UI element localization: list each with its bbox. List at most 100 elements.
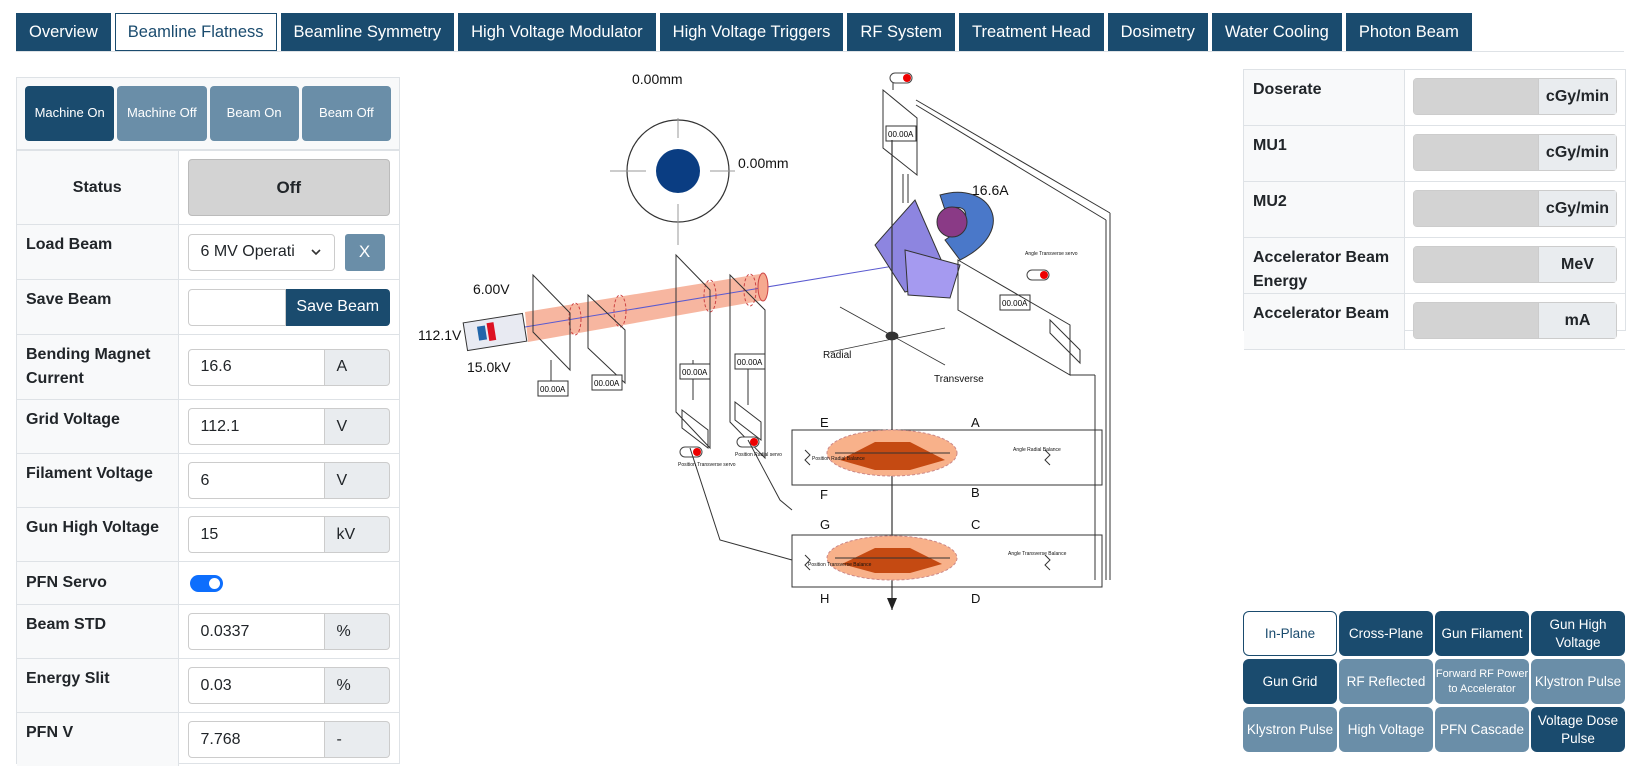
radial-label: Radial xyxy=(823,350,851,361)
chamber-letter: B xyxy=(971,485,980,500)
bending-magnet-current-unit: A xyxy=(324,348,390,386)
angle-radial-balance-label: Angle Radial Balance xyxy=(1013,447,1061,453)
clear-load-beam-button[interactable]: X xyxy=(344,233,385,271)
filament-voltage-label: Filament Voltage xyxy=(17,453,179,508)
chamber-letter: G xyxy=(820,517,830,532)
axis-cross xyxy=(829,300,946,370)
beam-std-input[interactable]: 0.0337 xyxy=(187,613,325,650)
readout-text: 00.00A xyxy=(540,385,566,394)
ion-chamber-upper xyxy=(791,429,1103,486)
gun-kv-readout: 15.0kV xyxy=(467,359,511,375)
plot-button-rf-reflected[interactable]: RF Reflected xyxy=(1339,659,1433,704)
beam-on-button[interactable]: Beam On xyxy=(209,86,299,141)
plot-button-in-plane[interactable]: In-Plane xyxy=(1243,611,1337,656)
tab-treatment-head[interactable]: Treatment Head xyxy=(959,13,1104,51)
grid-voltage-readout: 112.1V xyxy=(418,327,462,343)
plot-button-klystron-pulse[interactable]: Klystron Pulse xyxy=(1243,707,1337,752)
accelerator-beam-label: Accelerator Beam xyxy=(1244,294,1405,349)
parameter-panel: Machine On Machine Off Beam On Beam Off … xyxy=(16,77,400,766)
readout-text: 00.00A xyxy=(682,368,708,377)
chamber-letter: F xyxy=(820,487,828,502)
save-beam-button[interactable]: Save Beam xyxy=(285,288,390,326)
mu1-unit: cGy/min xyxy=(1538,135,1616,170)
readout-text: 00.00A xyxy=(1002,299,1028,308)
plot-button-gun-high-voltage[interactable]: Gun High Voltage xyxy=(1531,611,1625,656)
grid-voltage-label: Grid Voltage xyxy=(17,399,179,454)
tab-dosimetry[interactable]: Dosimetry xyxy=(1107,13,1208,51)
chamber-letter: C xyxy=(971,517,980,532)
tab-water-cooling[interactable]: Water Cooling xyxy=(1211,13,1342,51)
beam-off-button[interactable]: Beam Off xyxy=(301,86,391,141)
servo-toggles xyxy=(679,72,1050,458)
current-readouts: 00.00A 00.00A 00.00A 00.00A 00.00A 00.00… xyxy=(537,125,1031,397)
beam-std-label: Beam STD xyxy=(17,604,179,659)
target-y-readout: 0.00mm xyxy=(632,71,683,87)
position-transverse-servo-label: Position Transverse servo xyxy=(678,462,736,468)
plot-button-forward-rf-power-to-accelerator[interactable]: Forward RF Power to Accelerator xyxy=(1435,659,1529,704)
accelerator-beam-energy-label: Accelerator Beam Energy xyxy=(1244,238,1405,293)
angle-transverse-servo-label: Angle Transverse servo xyxy=(1025,251,1078,257)
machine-on-button[interactable]: Machine On xyxy=(25,86,115,141)
accelerator-beam-unit: mA xyxy=(1538,303,1616,338)
accelerator-beam-energy-unit: MeV xyxy=(1538,247,1616,282)
mu2-unit: cGy/min xyxy=(1538,191,1616,226)
doserate-label: Doserate xyxy=(1244,70,1405,125)
parameter-table: Status Off Load Beam 6 MV Operati X Save… xyxy=(17,150,399,766)
gun-high-voltage-input[interactable]: 15 xyxy=(187,516,325,553)
plot-button-gun-grid[interactable]: Gun Grid xyxy=(1243,659,1337,704)
meter-fill xyxy=(1414,247,1538,282)
plot-button-high-voltage[interactable]: High Voltage xyxy=(1339,707,1433,752)
beamline-diagram: 00.00A 00.00A 00.00A 00.00A 00.00A 00.00… xyxy=(418,70,1200,650)
plot-button-pfn-cascade[interactable]: PFN Cascade xyxy=(1435,707,1529,752)
tab-photon-beam[interactable]: Photon Beam xyxy=(1345,13,1472,51)
transverse-label: Transverse xyxy=(934,374,984,385)
plot-button-klystron-pulse[interactable]: Klystron Pulse xyxy=(1531,659,1625,704)
grid-voltage-unit: V xyxy=(324,408,390,445)
doserate-meter: cGy/min xyxy=(1413,78,1617,115)
readout-text: 00.00A xyxy=(594,379,620,388)
plot-button-voltage-dose-pulse[interactable]: Voltage Dose Pulse xyxy=(1531,707,1625,752)
tab-beamline-symmetry[interactable]: Beamline Symmetry xyxy=(280,13,455,51)
mu2-label: MU2 xyxy=(1244,182,1405,237)
load-beam-select[interactable]: 6 MV Operati xyxy=(187,233,335,271)
tab-high-voltage-triggers[interactable]: High Voltage Triggers xyxy=(659,13,844,51)
plot-button-cross-plane[interactable]: Cross-Plane xyxy=(1339,611,1433,656)
mu2-meter: cGy/min xyxy=(1413,190,1617,227)
tab-high-voltage-modulator[interactable]: High Voltage Modulator xyxy=(458,13,656,51)
bending-magnet-current-input[interactable]: 16.6 xyxy=(187,348,325,386)
mu1-meter: cGy/min xyxy=(1413,134,1617,171)
chamber-letter: E xyxy=(820,415,829,430)
tab-beamline-flatness[interactable]: Beamline Flatness xyxy=(114,13,277,51)
chamber-letter: D xyxy=(971,591,980,606)
energy-slit-input[interactable]: 0.03 xyxy=(187,667,325,704)
pfn-v-input[interactable]: 7.768 xyxy=(187,721,325,758)
position-radial-servo-label: Position Radial servo xyxy=(735,452,782,458)
gun-high-voltage-label: Gun High Voltage xyxy=(17,507,179,562)
status-label: Status xyxy=(17,150,179,225)
target-x-readout: 0.00mm xyxy=(738,155,789,171)
mu1-label: MU1 xyxy=(1244,126,1405,181)
pfn-servo-toggle[interactable] xyxy=(189,574,223,592)
save-beam-input[interactable] xyxy=(187,288,286,326)
pfn-v-label: PFN V xyxy=(17,712,179,766)
tab-overview[interactable]: Overview xyxy=(16,13,111,51)
doserate-unit: cGy/min xyxy=(1538,79,1616,114)
meter-fill xyxy=(1414,191,1538,226)
meter-fill xyxy=(1414,303,1538,338)
pfn-servo-label: PFN Servo xyxy=(17,561,179,605)
meter-fill xyxy=(1414,135,1538,170)
plot-button-gun-filament[interactable]: Gun Filament xyxy=(1435,611,1529,656)
energy-slit-label: Energy Slit xyxy=(17,658,179,713)
readout-row: Accelerator Beam mA xyxy=(1244,294,1625,350)
chamber-letter: H xyxy=(820,591,829,606)
tab-rf-system[interactable]: RF System xyxy=(847,13,956,51)
position-radial-balance-label: Position Radial Balance xyxy=(812,456,865,462)
beamline-schematic: 00.00A 00.00A 00.00A 00.00A 00.00A 00.00… xyxy=(418,71,1111,610)
machine-off-button[interactable]: Machine Off xyxy=(117,86,207,141)
filament-voltage-input[interactable]: 6 xyxy=(187,462,325,499)
grid-voltage-input[interactable]: 112.1 xyxy=(187,408,325,445)
beam-std-unit: % xyxy=(324,613,390,650)
readout-text: 00.00A xyxy=(737,358,763,367)
